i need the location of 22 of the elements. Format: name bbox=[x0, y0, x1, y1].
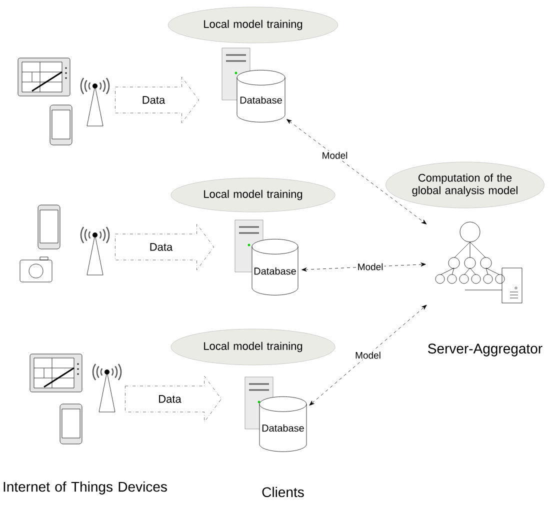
devices-drawing bbox=[30, 354, 122, 444]
arrow bbox=[302, 262, 426, 272]
edge-label: Data bbox=[159, 395, 182, 403]
edge-label: Model bbox=[356, 262, 384, 272]
caption-label: Internet of Things Devices bbox=[4, 481, 167, 494]
caption-label: Server-Aggregator bbox=[428, 344, 542, 356]
caption-label: Clients bbox=[262, 486, 304, 498]
database-cylinder: Database bbox=[252, 238, 298, 296]
arrow bbox=[309, 304, 427, 406]
edge-label: Data bbox=[142, 96, 166, 104]
edge-label: Data bbox=[150, 243, 173, 251]
arrow bbox=[286, 119, 427, 224]
devices-drawing bbox=[20, 204, 110, 282]
block-arrow bbox=[125, 376, 222, 422]
block-arrow bbox=[115, 76, 199, 124]
edge-label: Model bbox=[320, 150, 349, 160]
server-aggregator-drawing bbox=[435, 222, 522, 304]
database-cylinder: Database bbox=[236, 70, 286, 122]
block-arrow bbox=[115, 224, 214, 270]
database-cylinder: Database bbox=[259, 396, 307, 452]
devices-drawing bbox=[18, 58, 110, 146]
edge-label: Model bbox=[354, 350, 382, 360]
